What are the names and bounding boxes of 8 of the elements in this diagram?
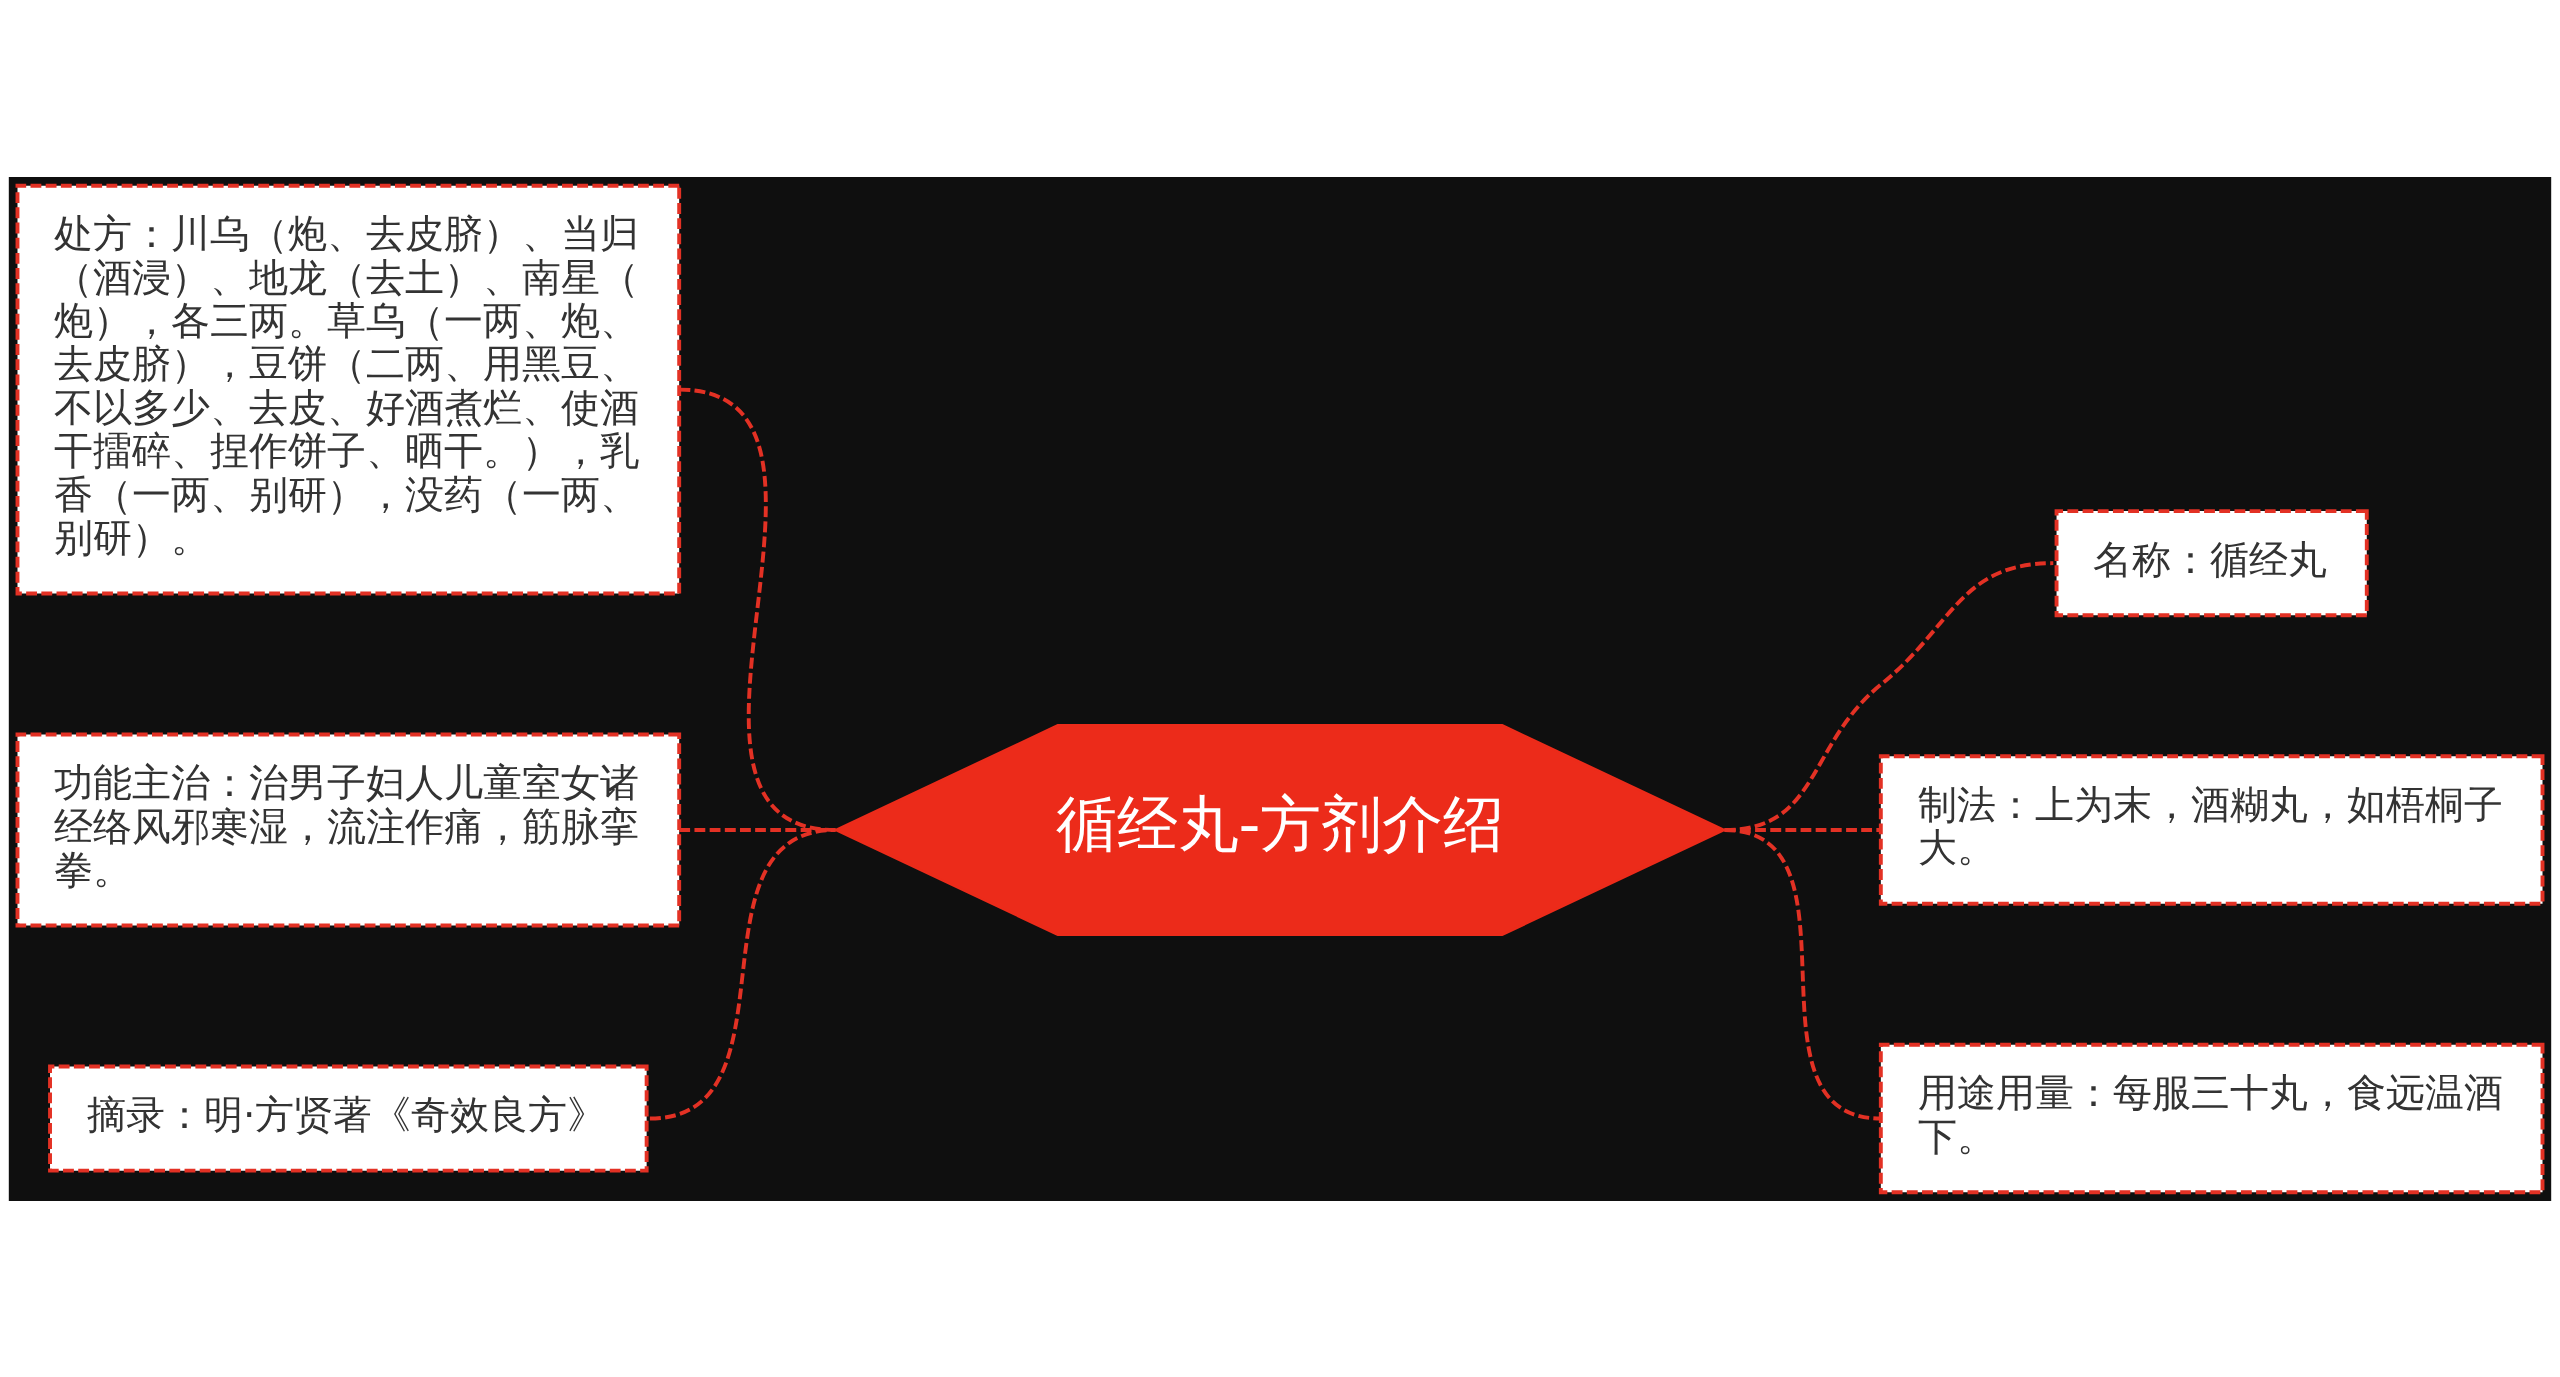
connector — [649, 827, 836, 1120]
node-box: 摘录：明·方贤著《奇效良方》 — [48, 1064, 649, 1173]
node-box: 处方：川乌（炮、去皮脐）、当归（酒浸）、地龙（去土）、南星（炮），各三两。草乌（一两、炮、去皮脐），豆饼（二两、用黑豆、不以多少、去皮、好酒煮烂、使酒干擂碎、捏作饼子、晒干。），乳香（一两、别研），没药（一两、别研）。 — [15, 183, 682, 595]
node-box: 名称：循经丸 — [2054, 508, 2369, 617]
node-box: 用途用量：每服三十丸，食远温酒下。 — [1878, 1042, 2545, 1194]
node-box: 制法：上为末，酒糊丸，如梧桐子大。 — [1878, 753, 2545, 906]
node-box: 功能主治：治男子妇人儿童室女诸经络风邪寒湿，流注作痛，筋脉挛拳。 — [15, 732, 682, 927]
connector — [1724, 827, 1882, 1120]
